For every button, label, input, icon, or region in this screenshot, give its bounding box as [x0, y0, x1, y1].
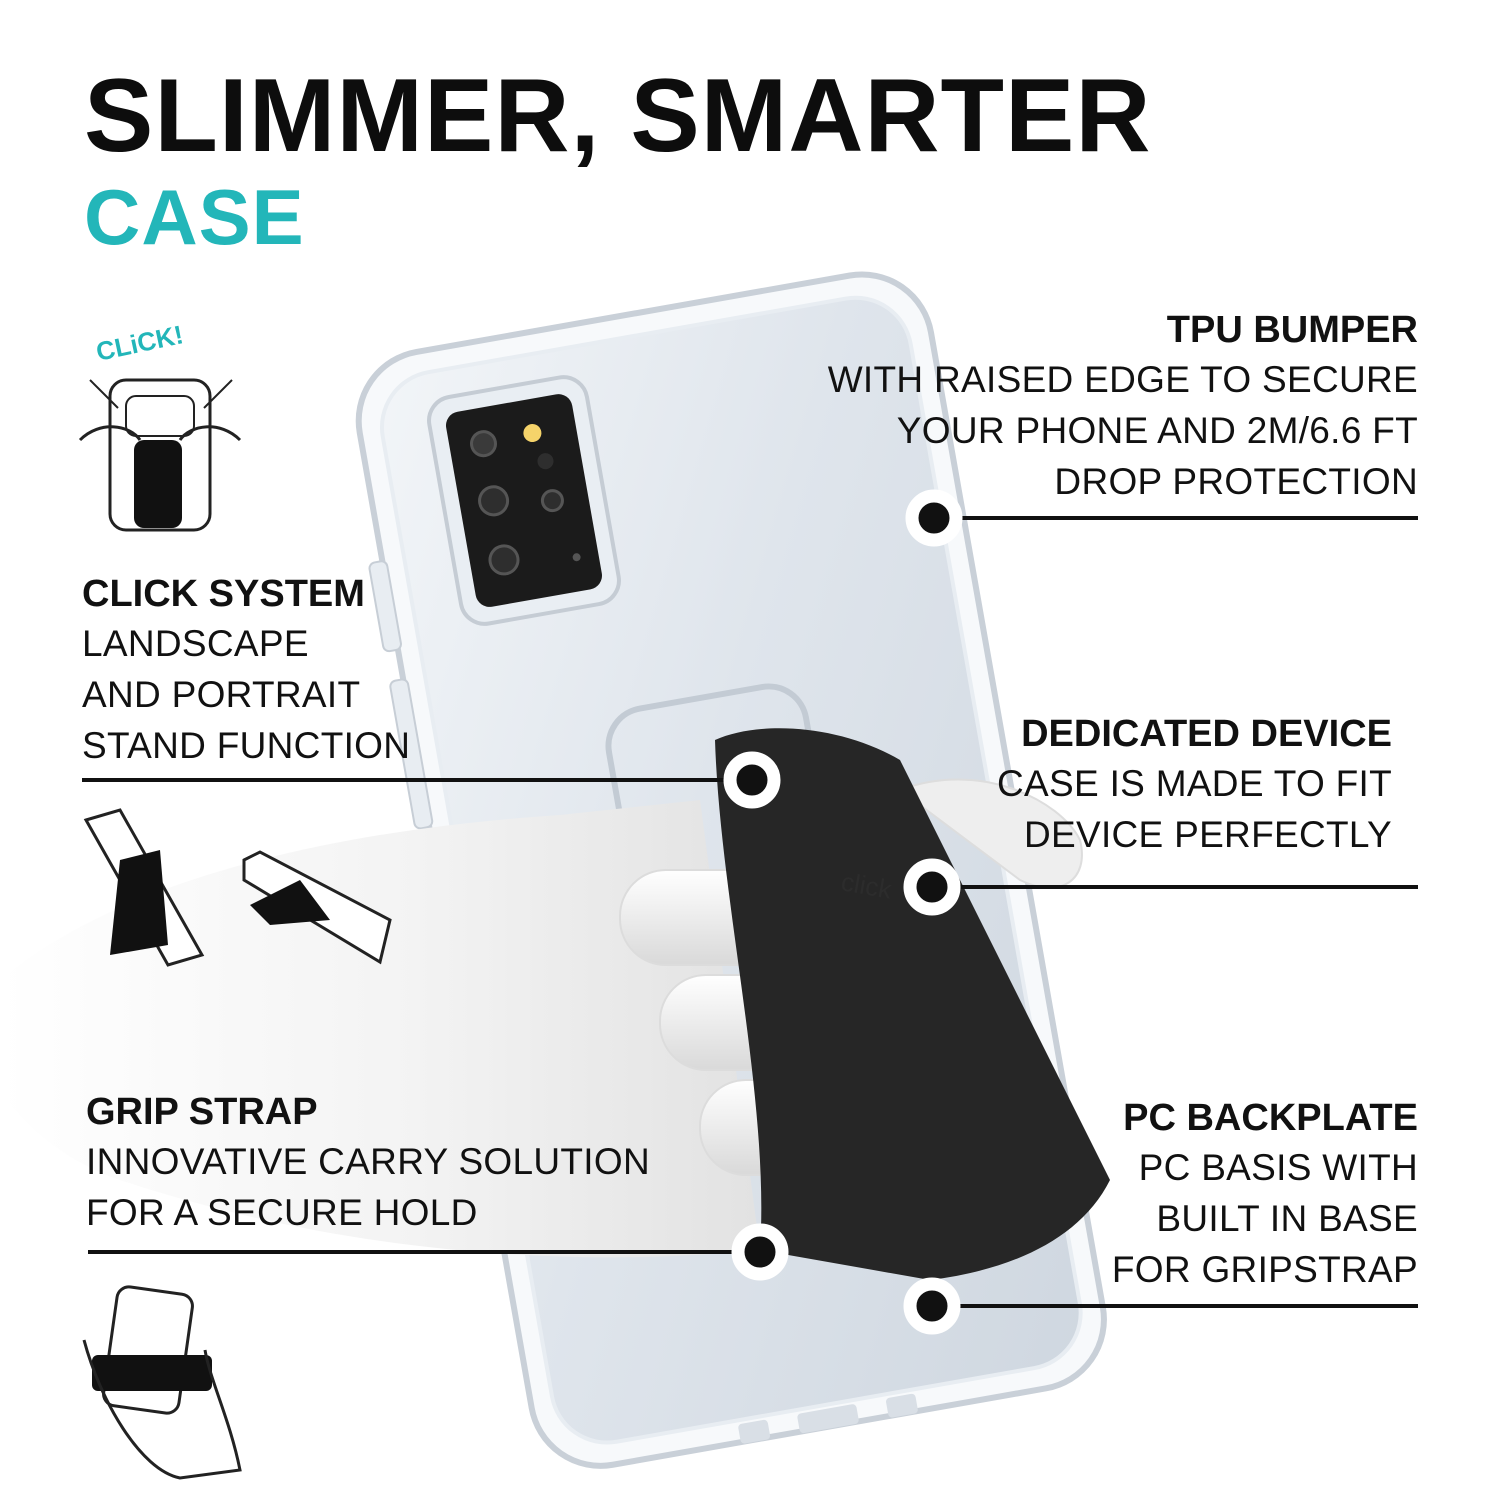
feature-pc-backplate: PC BACKPLATE PC BASIS WITH BUILT IN BASE…: [1112, 1096, 1418, 1295]
feature-title: GRIP STRAP: [86, 1091, 318, 1133]
feature-line: FOR A SECURE HOLD: [86, 1191, 478, 1233]
feature-tpu-bumper: TPU BUMPER WITH RAISED EDGE TO SECURE YO…: [828, 308, 1418, 507]
grip-strap: click: [715, 728, 1110, 1280]
feature-line: INNOVATIVE CARRY SOLUTION: [86, 1140, 650, 1182]
feature-line: AND PORTRAIT: [82, 673, 361, 715]
landscape-stand-icon: [242, 850, 392, 965]
feature-title: CLICK SYSTEM: [82, 573, 365, 615]
click-icon-label: CLiCK!: [93, 319, 185, 367]
feature-title: TPU BUMPER: [1166, 309, 1418, 351]
feature-line: CASE IS MADE TO FIT: [997, 762, 1392, 804]
portrait-stand-icon: [83, 808, 205, 967]
feature-title: PC BACKPLATE: [1123, 1097, 1418, 1139]
feature-title: DEDICATED DEVICE: [1021, 713, 1392, 755]
feature-line: DEVICE PERFECTLY: [1023, 813, 1392, 855]
feature-line: DROP PROTECTION: [1054, 460, 1418, 502]
feature-line: FOR GRIPSTRAP: [1111, 1248, 1418, 1290]
camera-module: [427, 375, 621, 626]
callout-pc: [903, 1277, 1418, 1335]
feature-line: LANDSCAPE: [82, 622, 309, 664]
feature-line: STAND FUNCTION: [82, 724, 411, 766]
feature-line: WITH RAISED EDGE TO SECURE: [827, 358, 1418, 400]
feature-grip-strap: GRIP STRAP INNOVATIVE CARRY SOLUTION FOR…: [86, 1090, 650, 1238]
callout-grip: [88, 1223, 789, 1281]
feature-line: YOUR PHONE AND 2M/6.6 FT: [896, 409, 1418, 451]
callout-dedicated: [903, 858, 1418, 916]
click-icon: CLiCK!: [78, 319, 242, 532]
headline-main: SLIMMER, SMARTER: [84, 58, 1152, 174]
callout-tpu: [905, 489, 1418, 547]
feature-click-system: CLICK SYSTEM LANDSCAPE AND PORTRAIT STAN…: [82, 572, 410, 771]
hand-hold-icon: [82, 1285, 242, 1480]
feature-line: PC BASIS WITH: [1138, 1146, 1418, 1188]
callout-click-system: [82, 751, 781, 809]
headline-sub: CASE: [84, 173, 305, 261]
feature-dedicated-device: DEDICATED DEVICE CASE IS MADE TO FIT DEV…: [997, 712, 1392, 860]
feature-line: BUILT IN BASE: [1156, 1197, 1418, 1239]
